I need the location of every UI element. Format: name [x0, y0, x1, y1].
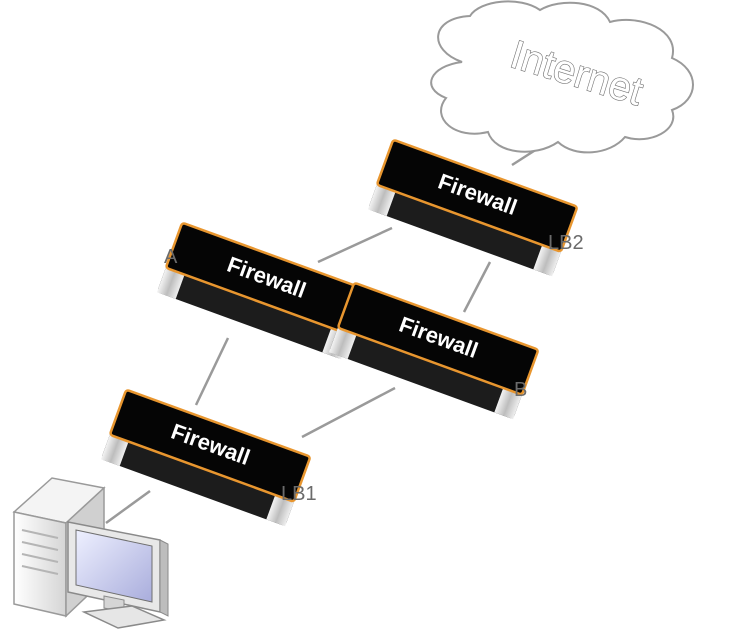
firewall-lb1: Firewall	[100, 389, 311, 527]
firewall-lb2: Firewall	[367, 139, 578, 277]
device-tag-a: A	[164, 246, 178, 268]
device-tag-b: B	[514, 379, 527, 401]
device-tag-lb1: LB1	[281, 483, 317, 505]
cloud-icon	[430, 0, 694, 154]
links	[105, 140, 549, 525]
link-b-lb1	[301, 386, 396, 439]
link-lb1-computer	[105, 489, 151, 525]
link-a-lb1	[194, 337, 230, 406]
internet-cloud: Internet	[430, 0, 694, 154]
link-lb2-a	[317, 226, 393, 264]
firewall-b: Firewall	[328, 282, 539, 420]
desktop-computer-icon	[12, 477, 169, 629]
device-tag-lb2: LB2	[548, 232, 584, 254]
link-lb2-b	[462, 261, 492, 313]
